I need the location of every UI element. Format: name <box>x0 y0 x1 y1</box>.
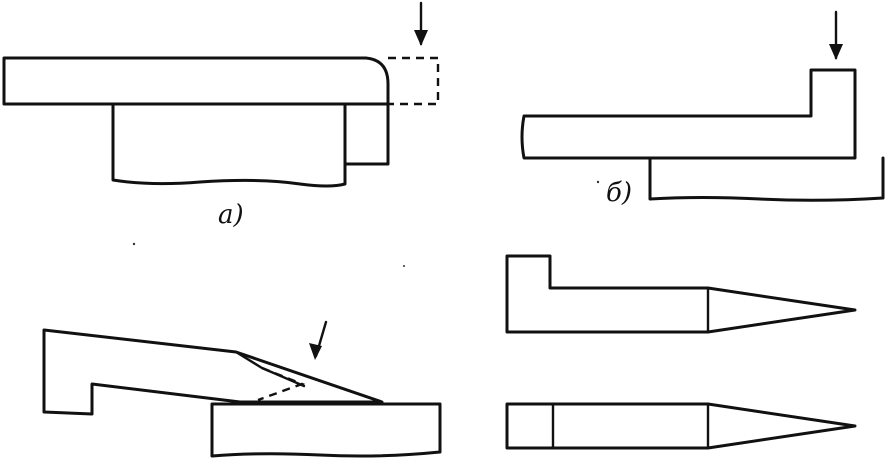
panel-d-lower-tool <box>505 402 857 450</box>
scan-speck <box>403 265 405 267</box>
panel-d <box>505 254 857 450</box>
panel-c <box>42 320 442 458</box>
panel-a <box>2 1 440 188</box>
panel-c-bent-piece <box>42 328 384 416</box>
panel-b <box>520 10 885 202</box>
scan-speck <box>596 180 600 184</box>
panel-a-dashed-extension <box>388 56 440 106</box>
panel-b-anvil <box>648 156 885 202</box>
panel-a-force-arrow <box>414 1 428 46</box>
scan-speck <box>132 242 136 246</box>
panel-b-force-arrow <box>829 10 843 60</box>
panel-a-bar <box>2 56 390 106</box>
panel-c-anvil <box>210 402 442 458</box>
panel-d-upper-tool <box>505 254 857 334</box>
panel-a-anvil <box>111 102 347 188</box>
label-a: а) <box>218 200 244 230</box>
panel-c-force-arrow <box>309 320 328 360</box>
label-b: б) <box>606 178 633 208</box>
panel-c-dashed-outline <box>257 366 306 402</box>
panel-a-bent-lip <box>343 102 390 166</box>
panel-b-bar <box>520 68 857 160</box>
